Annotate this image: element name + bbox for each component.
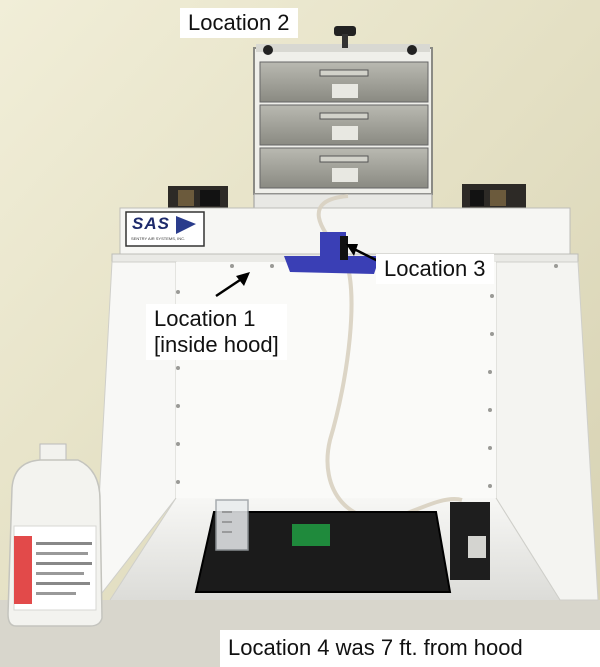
glass-beaker (215, 499, 249, 551)
label-location-1-line1: Location 1 (154, 306, 256, 331)
top-knob (334, 26, 356, 36)
arrow-location-1 (215, 272, 250, 298)
blue-tape (284, 256, 380, 274)
label-location-2: Location 2 (180, 8, 298, 38)
label-location-1: Location 1 [inside hood] (146, 304, 287, 360)
filter-drawer-unit (253, 26, 433, 211)
brand-subtitle-text: SENTRY AIR SYSTEMS, INC. (131, 236, 186, 241)
green-test-sample (292, 524, 330, 546)
air-sampler-right (462, 184, 526, 212)
brand-plate (125, 211, 205, 247)
panel-screws (176, 264, 558, 488)
label-location-4: Location 4 was 7 ft. from hood (220, 630, 600, 667)
arrow-location-3 (346, 244, 381, 264)
black-tray (194, 511, 452, 593)
brand-logo-text: SAS (132, 214, 170, 233)
cleaner-jug (7, 443, 103, 627)
hood-back-panel (176, 262, 496, 498)
label-location-1-line2: [inside hood] (154, 332, 279, 357)
label-location-3: Location 3 (376, 254, 494, 284)
pump-box (450, 502, 490, 580)
sensor-probe (340, 236, 348, 260)
